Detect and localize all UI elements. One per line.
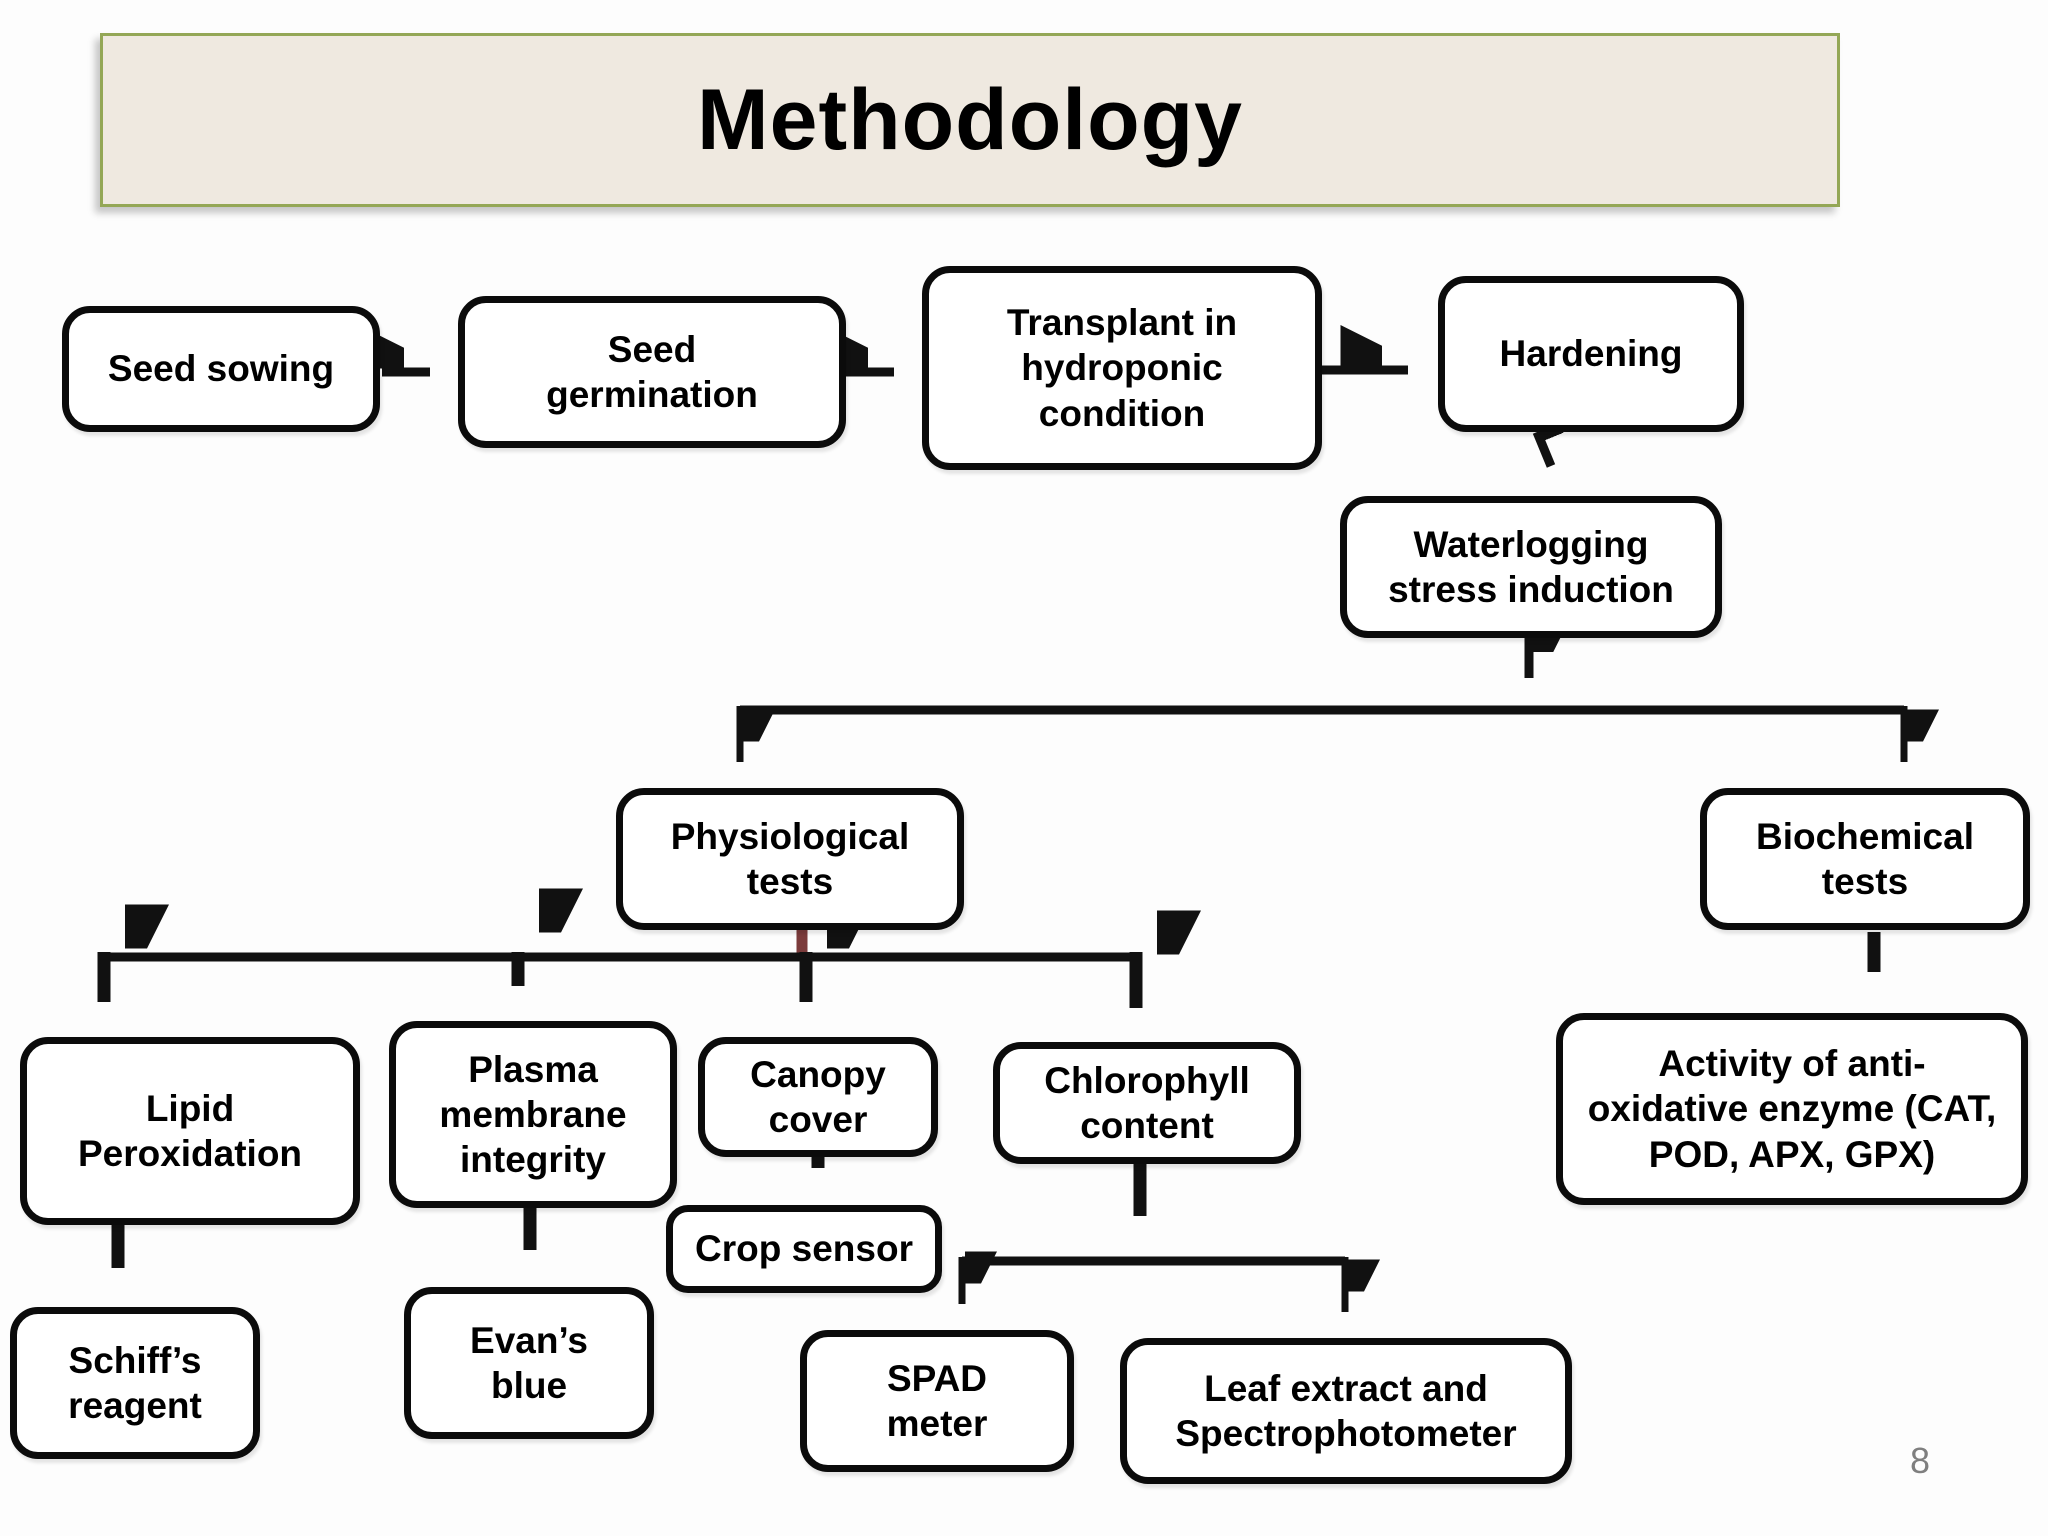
node-schiffs-reagent-label: Schiff’s reagent <box>68 1339 202 1426</box>
node-seed-sowing-label: Seed sowing <box>107 348 335 390</box>
node-waterlogging-label: Waterlogging stress induction <box>1388 523 1674 610</box>
node-activity-enzymes-label: Activity of anti-oxidative enzyme (CAT, … <box>1587 1043 1997 1175</box>
node-biochemical-tests-label: Biochemical tests <box>1756 815 1974 902</box>
node-transplant-label: Transplant in hydroponic condition <box>1006 302 1238 434</box>
node-transplant: Transplant in hydroponic condition <box>922 266 1322 470</box>
node-lipid-peroxidation: Lipid Peroxidation <box>20 1037 360 1225</box>
node-seed-germination-label: Seed germination <box>546 328 758 415</box>
node-schiffs-reagent: Schiff’s reagent <box>10 1307 260 1459</box>
node-leaf-extract: Leaf extract and Spectrophotometer <box>1120 1338 1572 1484</box>
node-physiological-tests: Physiological tests <box>616 788 964 930</box>
node-leaf-extract-label: Leaf extract and Spectrophotometer <box>1175 1367 1517 1454</box>
node-crop-sensor-label: Crop sensor <box>695 1228 913 1270</box>
node-plasma-membrane-label: Plasma membrane integrity <box>439 1048 627 1181</box>
node-hardening: Hardening <box>1438 276 1744 432</box>
node-crop-sensor: Crop sensor <box>666 1205 942 1293</box>
node-canopy-cover-label: Canopy cover <box>750 1053 886 1140</box>
node-evans-blue: Evan’s blue <box>404 1287 654 1439</box>
node-activity-enzymes: Activity of anti-oxidative enzyme (CAT, … <box>1556 1013 2028 1205</box>
page-title: Methodology <box>696 71 1244 168</box>
node-lipid-peroxidation-label: Lipid Peroxidation <box>77 1087 303 1174</box>
node-physiological-tests-label: Physiological tests <box>670 815 910 902</box>
node-evans-blue-label: Evan’s blue <box>470 1319 588 1406</box>
node-spad-meter: SPAD meter <box>800 1330 1074 1472</box>
node-biochemical-tests: Biochemical tests <box>1700 788 2030 930</box>
node-spad-meter-label: SPAD meter <box>886 1357 988 1444</box>
node-hardening-label: Hardening <box>1499 333 1683 375</box>
node-chlorophyll-content: Chlorophyll content <box>993 1042 1301 1164</box>
page-number: 8 <box>1909 1440 1930 1481</box>
node-chlorophyll-content-label: Chlorophyll content <box>1044 1059 1250 1146</box>
node-plasma-membrane: Plasma membrane integrity <box>389 1021 677 1208</box>
node-seed-germination: Seed germination <box>458 296 846 448</box>
title-band: Methodology <box>100 33 1840 207</box>
node-canopy-cover: Canopy cover <box>698 1037 938 1157</box>
edge-hardening-to-waterlogging <box>1537 432 1551 468</box>
node-seed-sowing: Seed sowing <box>62 306 380 432</box>
node-waterlogging: Waterlogging stress induction <box>1340 496 1722 638</box>
